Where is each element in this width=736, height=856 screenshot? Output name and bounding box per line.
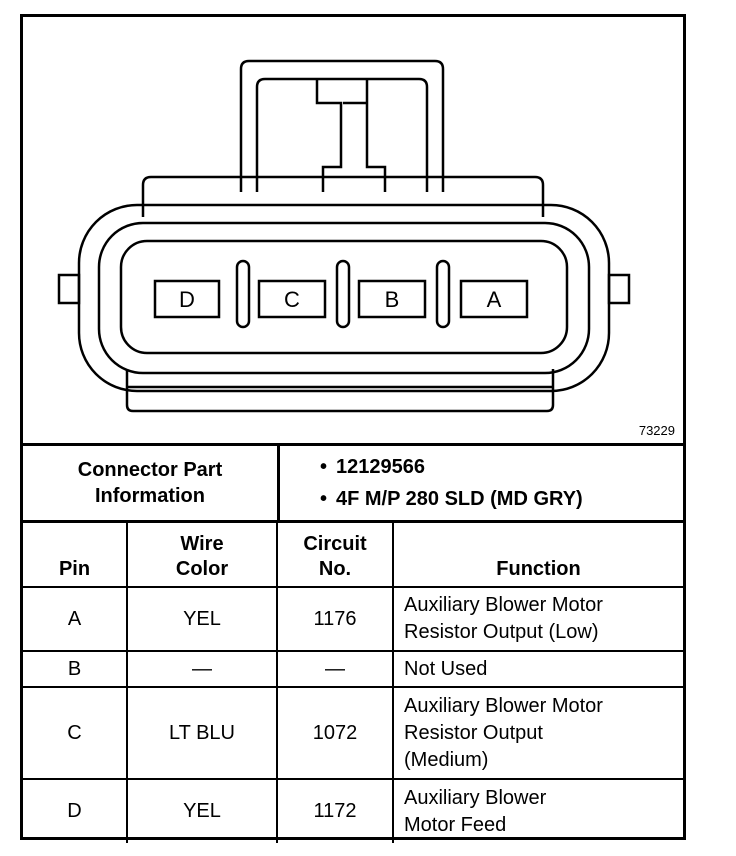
- shroud-top: [141, 175, 545, 217]
- header-pin: Pin: [23, 520, 128, 588]
- bullet-icon: •: [320, 488, 328, 510]
- pin-cell: D: [23, 778, 128, 843]
- pin-cell: B: [23, 650, 128, 688]
- cavity-a: [459, 279, 529, 319]
- cavity-separator: [335, 259, 351, 329]
- part-info-label-line2: Information: [95, 485, 205, 507]
- left-ear: [57, 273, 81, 305]
- connector-body-outer: [77, 203, 611, 393]
- part-info-label: Connector Part Information: [23, 446, 280, 520]
- cavity-d: [153, 279, 221, 319]
- connector-diagram-frame: D C B A 73229 Connector Part Information…: [20, 14, 686, 843]
- terminal-type-item: • 4F M/P 280 SLD (MD GRY): [320, 488, 583, 511]
- part-number: 12129566: [336, 456, 425, 478]
- header-function: Function: [392, 520, 683, 588]
- figure-number: 73229: [638, 423, 675, 438]
- part-number-item: • 12129566: [320, 456, 425, 479]
- cavity-c: [257, 279, 327, 319]
- cavity-b: [357, 279, 427, 319]
- cavity-well: [119, 239, 569, 355]
- wire-color-cell: LT BLU: [126, 686, 278, 780]
- cavity-label-a: A: [487, 287, 502, 312]
- cavity-label-d: D: [179, 287, 195, 312]
- pin-cell: A: [23, 586, 128, 652]
- circuit-cell: 1176: [276, 586, 394, 652]
- wire-color-cell: —: [126, 650, 278, 688]
- table-row: B — — Not Used: [23, 650, 683, 688]
- cavity-separator: [435, 259, 451, 329]
- circuit-cell: 1072: [276, 686, 394, 780]
- circuit-cell: —: [276, 650, 394, 688]
- cavity-label-c: C: [284, 287, 300, 312]
- connector-body-inner: [97, 221, 591, 375]
- bottom-skirt: [125, 369, 555, 413]
- pin-cell: C: [23, 686, 128, 780]
- cavity-separator: [235, 259, 251, 329]
- lock-tab-inner: [255, 77, 429, 192]
- wire-color-cell: YEL: [126, 586, 278, 652]
- terminal-type: 4F M/P 280 SLD (MD GRY): [336, 488, 583, 510]
- part-info-label-line1: Connector Part: [77, 459, 223, 481]
- bullet-icon: •: [320, 456, 328, 478]
- cavity-label-b: B: [385, 287, 400, 312]
- function-cell: Not Used: [392, 650, 683, 688]
- circuit-cell: 1172: [276, 778, 394, 843]
- right-ear: [607, 273, 631, 305]
- lock-latch: [315, 79, 387, 192]
- lock-tab-outline: [239, 59, 445, 192]
- part-info-section: Connector Part Information • 12129566 • 4F…: [23, 443, 683, 523]
- connector-face-drawing: D C B A: [57, 59, 631, 413]
- part-info-values: • 12129566 • 4F M/P 280 SLD (MD GRY): [280, 446, 683, 520]
- wire-color-cell: YEL: [126, 778, 278, 843]
